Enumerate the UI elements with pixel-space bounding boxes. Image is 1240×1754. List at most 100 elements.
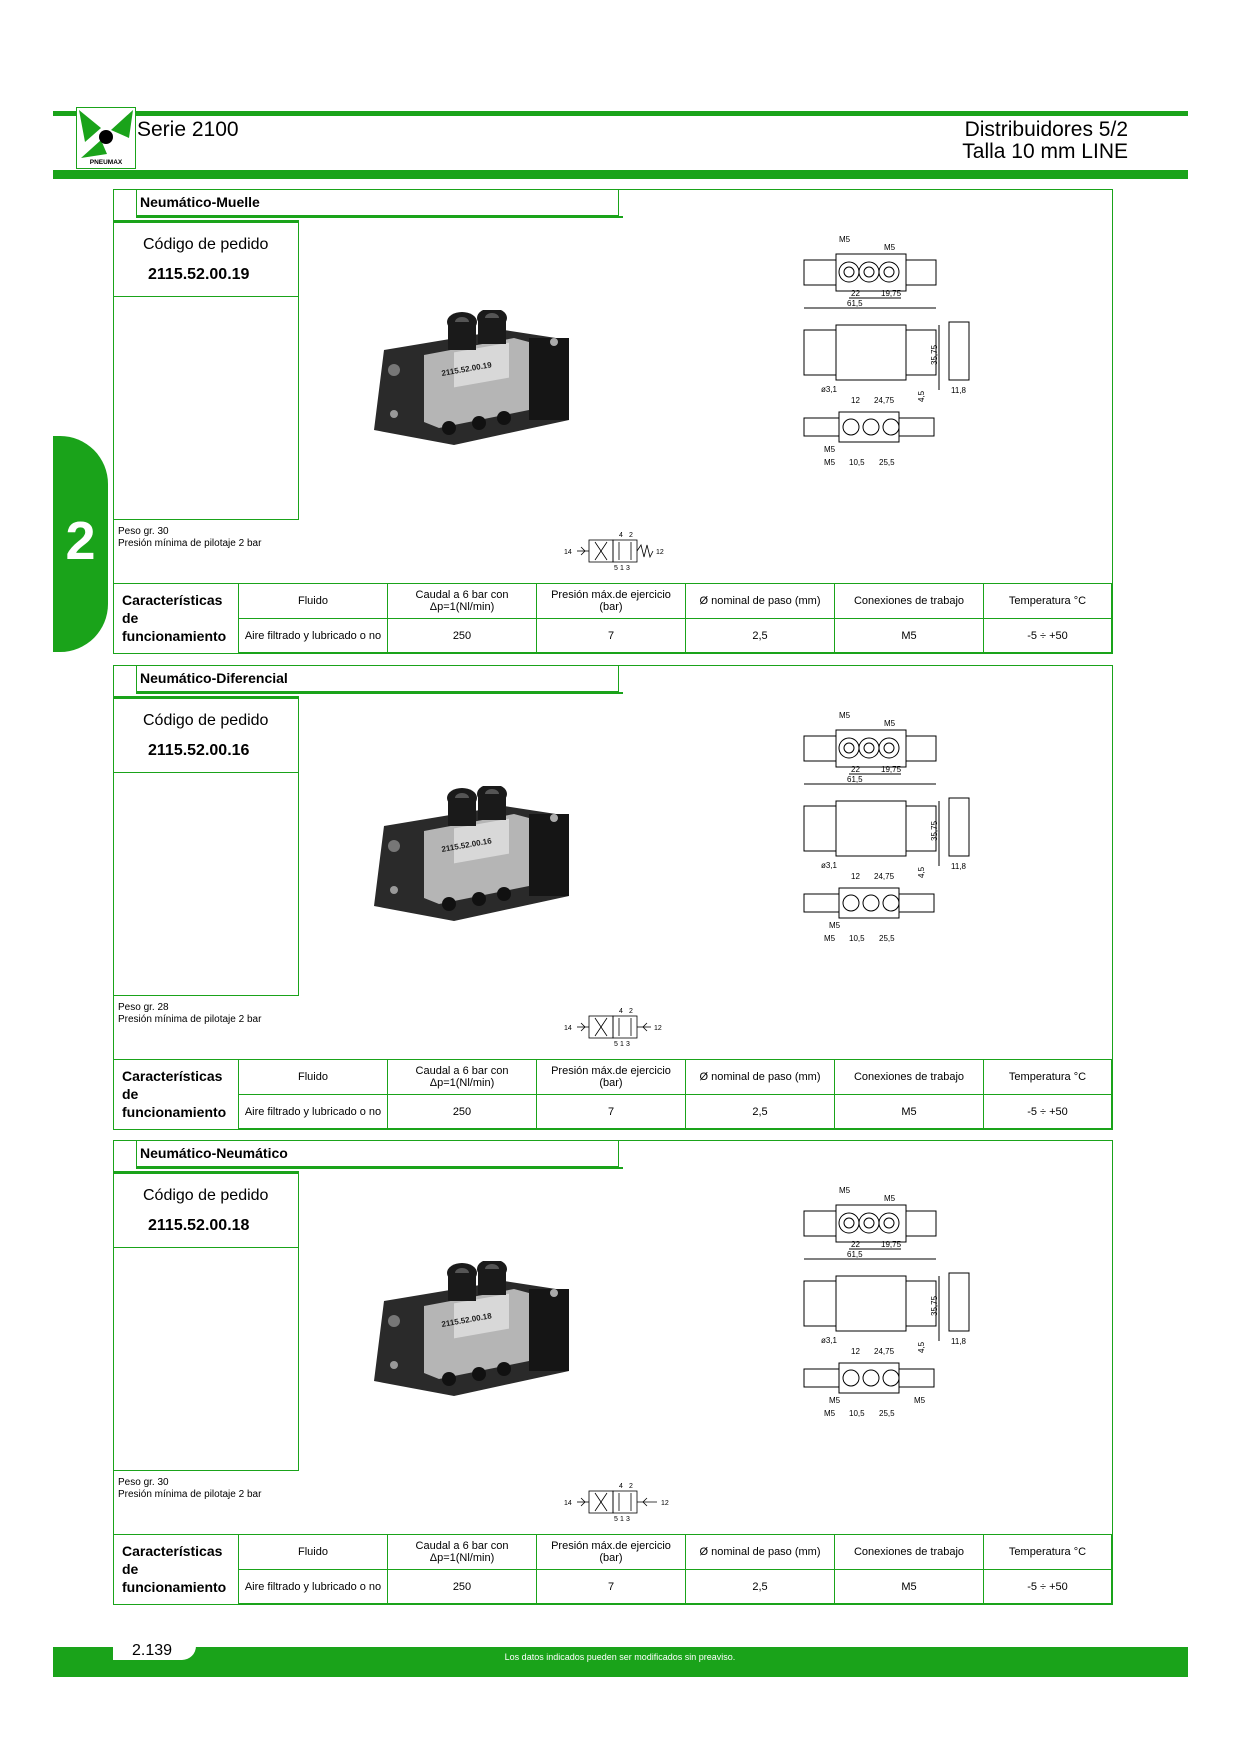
dim-m5-top2: M5 bbox=[884, 1194, 896, 1203]
val-caudal: 250 bbox=[387, 1094, 537, 1129]
page-title-line1: Distribuidores 5/2 bbox=[964, 118, 1128, 141]
val-conexiones: M5 bbox=[834, 618, 984, 653]
col-nominal: Ø nominal de paso (mm) bbox=[685, 1059, 835, 1095]
footer-bar bbox=[53, 1647, 1188, 1677]
dim-12: 12 bbox=[851, 872, 860, 881]
symbol-port-3: 3 bbox=[626, 1516, 630, 1523]
symbol-port-12: 12 bbox=[654, 1025, 662, 1032]
pneumax-logo: PNEUMAX bbox=[76, 107, 136, 169]
dim-12: 12 bbox=[851, 396, 860, 405]
order-code-label: Código de pedido bbox=[143, 236, 269, 253]
order-code-label: Código de pedido bbox=[143, 1187, 269, 1204]
val-fluido: Aire filtrado y lubricado o no bbox=[238, 1569, 388, 1604]
pilot-pressure-note: Presión mínima de pilotaje 2 bar bbox=[118, 538, 262, 549]
section-title-underline bbox=[136, 1167, 623, 1169]
val-temperatura: -5 ÷ +50 bbox=[983, 618, 1112, 653]
pneumatic-symbol-icon: 4 2 14 12 5 1 3 bbox=[564, 1008, 662, 1048]
symbol-port-4: 4 bbox=[619, 1008, 623, 1015]
col-nominal: Ø nominal de paso (mm) bbox=[685, 583, 835, 619]
dim-61-5: 61,5 bbox=[847, 775, 863, 784]
dim-25-5: 25,5 bbox=[879, 458, 895, 467]
product-notes: Peso gr. 28 Presión mínima de pilotaje 2… bbox=[118, 1002, 261, 1026]
dim-35-75: 35,75 bbox=[930, 820, 939, 841]
weight-note: Peso gr. 30 bbox=[118, 526, 169, 537]
dim-12: 12 bbox=[851, 1347, 860, 1356]
dim-dia-3-1: ø3,1 bbox=[821, 861, 838, 870]
col-conexiones: Conexiones de trabajo bbox=[834, 1534, 984, 1570]
section-title: Neumático-Neumático bbox=[136, 1141, 619, 1167]
pneumatic-symbol-icon: 4 2 14 12 5 1 3 bbox=[564, 1483, 669, 1523]
col-conexiones: Conexiones de trabajo bbox=[834, 583, 984, 619]
val-conexiones: M5 bbox=[834, 1569, 984, 1604]
dim-m5-top2: M5 bbox=[884, 719, 896, 728]
dim-61-5: 61,5 bbox=[847, 1250, 863, 1259]
dim-4-5: 4,5 bbox=[917, 390, 926, 402]
dim-22: 22 bbox=[851, 765, 860, 774]
col-temperatura: Temperatura °C bbox=[983, 1059, 1112, 1095]
dim-25-5: 25,5 bbox=[879, 1409, 895, 1418]
dim-11-8: 11,8 bbox=[951, 386, 967, 395]
symbol-port-14: 14 bbox=[564, 1025, 572, 1032]
header-top-rule bbox=[53, 111, 1188, 116]
order-code-box-edge bbox=[114, 1171, 299, 1174]
symbol-port-4: 4 bbox=[619, 1483, 623, 1490]
order-code-box bbox=[114, 696, 299, 996]
symbol-port-3: 3 bbox=[626, 565, 630, 572]
symbol-port-12: 12 bbox=[656, 549, 664, 556]
dim-19-75: 19,75 bbox=[881, 289, 902, 298]
valve-product-image: 2115.52.00.16 bbox=[374, 786, 569, 921]
val-temperatura: -5 ÷ +50 bbox=[983, 1569, 1112, 1604]
dimension-drawing: M5 M5 22 19,75 61,5 35,75 ø3,1 12 24,75 … bbox=[803, 711, 970, 943]
val-nominal: 2,5 bbox=[685, 618, 835, 653]
dim-m5-bottom: M5 bbox=[829, 1396, 841, 1405]
dim-m5-bottom2: M5 bbox=[824, 458, 836, 467]
dimension-drawing: M5 M5 22 19,75 61,5 35,75 ø3,1 12 24,75 … bbox=[803, 235, 970, 467]
col-fluido: Fluido bbox=[238, 1059, 388, 1095]
weight-note: Peso gr. 28 bbox=[118, 1002, 169, 1013]
pilot-pressure-note: Presión mínima de pilotaje 2 bar bbox=[118, 1489, 262, 1500]
symbol-port-5: 5 bbox=[614, 565, 618, 572]
val-presion: 7 bbox=[536, 618, 686, 653]
order-code-separator bbox=[114, 772, 299, 773]
col-presion: Presión máx.de ejercicio(bar) bbox=[536, 1059, 686, 1095]
symbol-port-2: 2 bbox=[629, 532, 633, 539]
dim-dia-3-1: ø3,1 bbox=[821, 385, 838, 394]
col-temperatura: Temperatura °C bbox=[983, 1534, 1112, 1570]
col-presion: Presión máx.de ejercicio(bar) bbox=[536, 583, 686, 619]
dim-m5-top: M5 bbox=[839, 1186, 851, 1195]
dim-m5-bottom2: M5 bbox=[824, 934, 836, 943]
symbol-port-5: 5 bbox=[614, 1516, 618, 1523]
section-title-underline bbox=[136, 216, 623, 218]
symbol-port-2: 2 bbox=[629, 1483, 633, 1490]
chapter-number: 2 bbox=[65, 511, 96, 571]
symbol-port-12: 12 bbox=[661, 1500, 669, 1507]
order-code-value: 2115.52.00.18 bbox=[148, 1217, 250, 1234]
dim-35-75: 35,75 bbox=[930, 1295, 939, 1316]
val-caudal: 250 bbox=[387, 1569, 537, 1604]
dim-m5-bottom-right: M5 bbox=[914, 1396, 926, 1405]
val-fluido: Aire filtrado y lubricado o no bbox=[238, 1094, 388, 1129]
page-title-line2: Talla 10 mm LINE bbox=[962, 140, 1128, 163]
col-presion: Presión máx.de ejercicio(bar) bbox=[536, 1534, 686, 1570]
dim-m5-top2: M5 bbox=[884, 243, 896, 252]
dim-4-5: 4,5 bbox=[917, 1341, 926, 1353]
dim-11-8: 11,8 bbox=[951, 1337, 967, 1346]
dim-22: 22 bbox=[851, 1240, 860, 1249]
dim-19-75: 19,75 bbox=[881, 1240, 902, 1249]
order-code-separator bbox=[114, 1247, 299, 1248]
section-neumatico-muelle: Neumático-Muelle Código de pedido 2115.5… bbox=[113, 189, 1113, 654]
dim-22: 22 bbox=[851, 289, 860, 298]
dim-m5-bottom2: M5 bbox=[824, 1409, 836, 1418]
product-notes: Peso gr. 30 Presión mínima de pilotaje 2… bbox=[118, 526, 261, 550]
order-code-box-edge bbox=[114, 220, 299, 223]
dim-19-75: 19,75 bbox=[881, 765, 902, 774]
val-conexiones: M5 bbox=[834, 1094, 984, 1129]
val-nominal: 2,5 bbox=[685, 1569, 835, 1604]
val-fluido: Aire filtrado y lubricado o no bbox=[238, 618, 388, 653]
